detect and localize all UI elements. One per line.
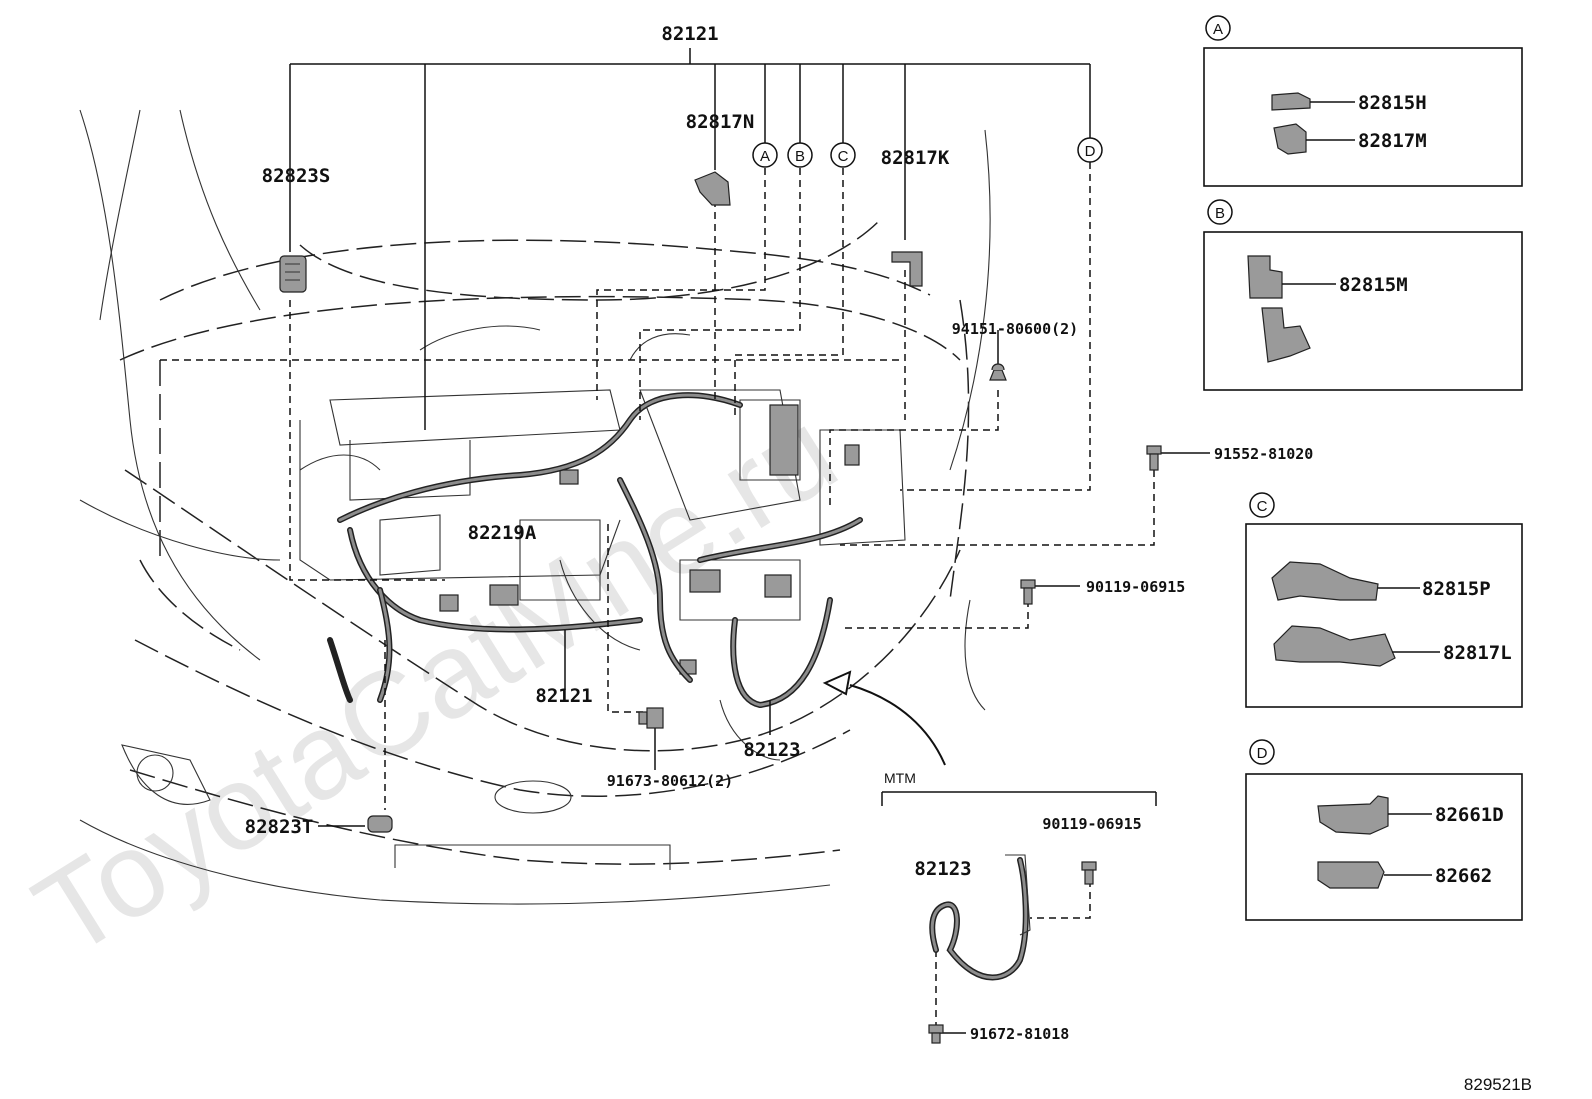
label-82823T[interactable]: 82823T	[245, 816, 314, 838]
callout-C[interactable]: C	[830, 142, 856, 168]
label-90119-mtm[interactable]: 90119-06915	[1042, 815, 1141, 833]
label-90119[interactable]: 90119-06915	[1086, 578, 1185, 596]
inset-B: B 82815M	[1203, 199, 1523, 391]
part-82823S-icon	[279, 255, 307, 293]
label-82123-mtm[interactable]: 82123	[914, 858, 971, 880]
label-82815H[interactable]: 82815H	[1358, 92, 1427, 114]
callout-A[interactable]: A	[752, 142, 778, 168]
svg-text:C: C	[838, 148, 849, 165]
label-82662[interactable]: 82662	[1435, 865, 1492, 887]
part-82815H-icon	[1271, 92, 1311, 111]
callout-D[interactable]: D	[1077, 137, 1103, 163]
label-82815P[interactable]: 82815P	[1422, 578, 1491, 600]
mtm-assembly	[928, 854, 1097, 1044]
body-structure-lines	[79, 109, 991, 905]
wire-harness	[327, 392, 863, 709]
part-82817L-icon	[1273, 625, 1396, 667]
diagram-reference-code: 829521B	[1464, 1075, 1532, 1094]
vehicle-body-outline	[119, 219, 970, 865]
label-82817K[interactable]: 82817K	[881, 147, 950, 169]
label-91672[interactable]: 91672-81018	[970, 1025, 1069, 1043]
label-82815M[interactable]: 82815M	[1339, 274, 1408, 296]
label-82121-lower[interactable]: 82121	[535, 685, 592, 707]
inset-D-letter: D	[1257, 745, 1268, 762]
part-82817N-icon	[694, 171, 731, 206]
callout-B[interactable]: B	[787, 142, 813, 168]
label-82121-top[interactable]: 82121	[661, 23, 718, 45]
part-82817M-icon	[1273, 123, 1307, 155]
arrow-head	[822, 670, 852, 696]
bolt-91673-icon	[638, 707, 664, 729]
label-82823S[interactable]: 82823S	[262, 165, 331, 187]
inset-C-letter: C	[1257, 498, 1268, 515]
engine-bay	[299, 325, 906, 675]
inset-A-letter: A	[1213, 21, 1223, 38]
part-82815M-icon	[1247, 255, 1283, 299]
inset-C: C 82815P 82817L	[1245, 492, 1523, 708]
svg-text:A: A	[760, 148, 770, 165]
label-82123[interactable]: 82123	[743, 739, 800, 761]
label-94151[interactable]: 94151-80600(2)	[952, 320, 1078, 338]
label-82817L[interactable]: 82817L	[1443, 642, 1512, 664]
part-82815P-icon	[1271, 561, 1379, 601]
label-91552[interactable]: 91552-81020	[1214, 445, 1313, 463]
inset-A: A 82815H 82817M	[1203, 15, 1523, 187]
leader-lines	[160, 48, 1210, 1034]
part-82817K-icon	[891, 251, 923, 287]
part-82661D-icon	[1317, 795, 1389, 835]
label-82817M[interactable]: 82817M	[1358, 130, 1427, 152]
part-82823T-icon	[367, 815, 393, 833]
svg-text:B: B	[795, 148, 805, 165]
inset-D: D 82661D 82662	[1245, 739, 1523, 921]
part-82662-icon	[1317, 861, 1385, 889]
direction-arrow	[849, 684, 946, 766]
bolt-94151-icon	[989, 363, 1007, 381]
label-mtm: MTM	[884, 770, 916, 786]
inset-B-letter: B	[1215, 205, 1225, 222]
label-82817N[interactable]: 82817N	[686, 111, 755, 133]
label-82661D[interactable]: 82661D	[1435, 804, 1504, 826]
watermark: ToyotaCatMne.ru	[13, 384, 859, 982]
bolt-91552-icon	[1146, 445, 1162, 471]
label-82219A[interactable]: 82219A	[468, 522, 537, 544]
label-91673[interactable]: 91673-80612(2)	[607, 772, 733, 790]
svg-text:D: D	[1085, 143, 1096, 160]
bolt-90119-icon	[1020, 579, 1036, 605]
